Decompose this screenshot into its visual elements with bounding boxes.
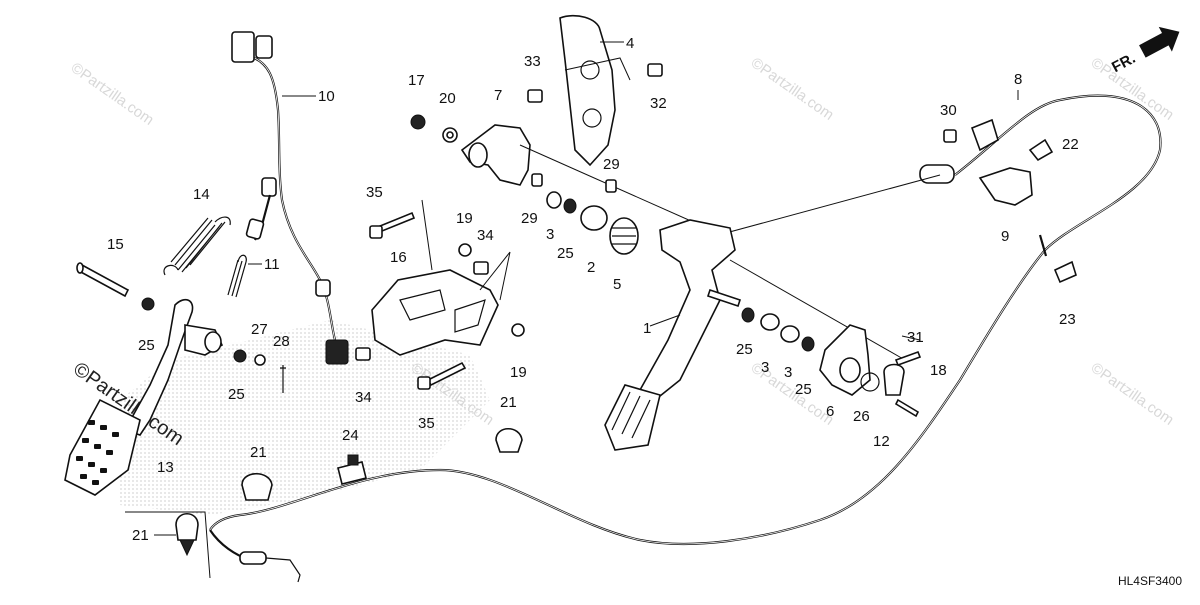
callout-6: 6 — [826, 403, 834, 420]
callout-30: 30 — [940, 102, 957, 119]
callout-13: 13 — [157, 459, 174, 476]
callout-2: 2 — [587, 259, 595, 276]
callout-19: 19 — [510, 364, 527, 381]
left-hardware — [141, 297, 286, 393]
bolts-upper — [527, 63, 663, 103]
callout-15: 15 — [107, 236, 124, 253]
callout-25: 25 — [228, 386, 245, 403]
callout-16: 16 — [390, 249, 407, 266]
callout-21: 21 — [500, 394, 517, 411]
callout-10: 10 — [318, 88, 335, 105]
spring-11 — [227, 254, 247, 298]
clips — [175, 427, 523, 557]
callout-23: 23 — [1059, 311, 1076, 328]
callout-12: 12 — [873, 433, 890, 450]
callout-29: 29 — [603, 156, 620, 173]
pivot-hardware — [531, 173, 639, 255]
callout-32: 32 — [650, 95, 667, 112]
callout-7: 7 — [494, 87, 502, 104]
callout-1: 1 — [643, 320, 651, 337]
watermark: ©Partzilla.com — [68, 59, 157, 129]
callout-19: 19 — [456, 210, 473, 227]
callout-4: 4 — [626, 35, 634, 52]
callout-3: 3 — [761, 359, 769, 376]
callout-25: 25 — [795, 381, 812, 398]
watermark: ©Partzilla.com — [1088, 359, 1177, 429]
front-direction-arrow: FR. — [1109, 26, 1180, 76]
watermark: ©Partzilla.com — [748, 54, 837, 124]
callout-27: 27 — [251, 321, 268, 338]
pivot-bracket-6 — [819, 324, 922, 418]
brake-pedal-13 — [64, 298, 224, 496]
pin-15 — [76, 262, 130, 298]
pivot-bracket-7 — [460, 124, 701, 226]
callout-34: 34 — [355, 389, 372, 406]
cable-bracket-9 — [943, 118, 1077, 284]
callout-14: 14 — [193, 186, 210, 203]
callout-5: 5 — [613, 276, 621, 293]
callout-22: 22 — [1062, 136, 1079, 153]
callout-33: 33 — [524, 53, 541, 70]
throttle-pedal-1 — [604, 219, 906, 451]
callout-3: 3 — [546, 226, 554, 243]
cable-8 — [209, 94, 1162, 583]
sensor-harness — [231, 31, 349, 365]
callout-29: 29 — [521, 210, 538, 227]
bracket-16 — [371, 199, 511, 356]
callout-9: 9 — [1001, 228, 1009, 245]
spring-14 — [163, 216, 231, 276]
callout-labels: 1 2 3 3 3 4 5 6 7 8 9 10 11 12 13 14 15 … — [107, 35, 1079, 544]
callout-17: 17 — [408, 72, 425, 89]
callout-21: 21 — [132, 527, 149, 544]
plate-4 — [559, 14, 631, 167]
callout-25: 25 — [138, 337, 155, 354]
callout-35: 35 — [366, 184, 383, 201]
washers-upper — [410, 114, 458, 143]
callout-21: 21 — [250, 444, 267, 461]
callout-35: 35 — [418, 415, 435, 432]
callout-3: 3 — [784, 364, 792, 381]
diagram-code: HL4SF3400 — [1117, 574, 1182, 588]
callout-31: 31 — [907, 329, 924, 346]
callout-11: 11 — [264, 256, 280, 273]
right-hardware — [741, 307, 815, 352]
cable-link — [699, 174, 941, 241]
callout-24: 24 — [342, 427, 359, 444]
callout-8: 8 — [1014, 71, 1022, 88]
floor-area — [120, 320, 490, 515]
callout-18: 18 — [930, 362, 947, 379]
callout-25: 25 — [557, 245, 574, 262]
callout-34: 34 — [477, 227, 494, 244]
callout-26: 26 — [853, 408, 870, 425]
callout-20: 20 — [439, 90, 456, 107]
callout-28: 28 — [273, 333, 290, 350]
bolts — [355, 211, 525, 390]
callout-25: 25 — [736, 341, 753, 358]
leader-lines — [125, 41, 1019, 579]
